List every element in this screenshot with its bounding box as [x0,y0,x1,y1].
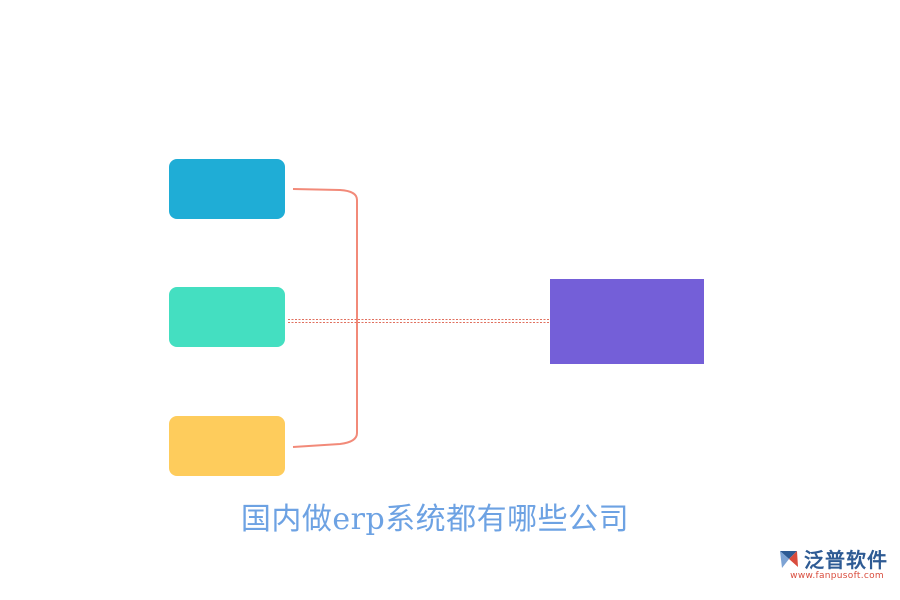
brand-url: www.fanpusoft.com [790,571,884,581]
diagram-caption: 国内做erp系统都有哪些公司 [240,502,630,537]
node-target [550,279,704,364]
brand-mark-icon [780,550,798,568]
brand-logo: 泛普软件 www.fanpusoft.com [758,544,888,584]
brand-name: 泛普软件 [804,548,888,572]
node-blue [169,159,285,219]
node-yellow [169,416,285,476]
bracket-connector [292,188,358,448]
node-teal [169,287,285,347]
